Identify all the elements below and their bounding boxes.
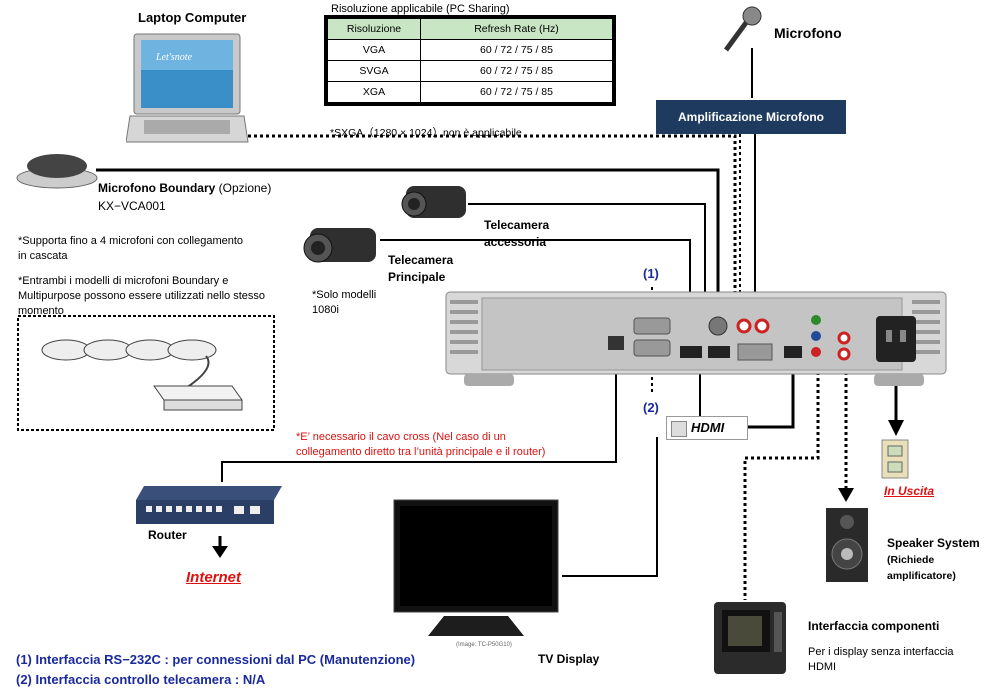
router-label: Router <box>148 528 187 542</box>
speaker-icon <box>826 508 868 582</box>
laptop-screen-brand: Let'snote <box>155 52 193 63</box>
tv-image-caption: (Image: TC-P50G10) <box>456 642 512 648</box>
tv-display-icon: (Image: TC-P50G10) <box>393 499 559 648</box>
legend-line2: (2) Interfaccia controllo telecamera : N… <box>16 672 266 687</box>
laptop-icon: Let'snote <box>126 33 249 143</box>
microphone-label: Microfono <box>774 25 842 41</box>
main-camera-label: Telecamera Principale <box>388 253 454 284</box>
marker-camera-control: (2) <box>643 400 659 415</box>
accessory-camera-icon <box>401 186 466 218</box>
main-camera-note: *Solo modelli 1080i <box>312 289 377 316</box>
table-header-resolution: Risoluzione <box>327 18 421 40</box>
table-cell: 60 / 72 / 75 / 85 <box>420 60 613 82</box>
internet-label: Internet <box>186 569 242 586</box>
cascade-mics-icon <box>41 339 243 411</box>
main-camera-icon <box>303 228 376 263</box>
mic-amplifier-box: Amplificazione Microfono <box>656 100 846 134</box>
table-cell: 60 / 72 / 75 / 85 <box>420 81 613 103</box>
boundary-mic-icon <box>16 154 98 189</box>
table-row: SVGA 60 / 72 / 75 / 85 <box>327 60 613 82</box>
boundary-mic-title: Microfono Boundary (Opzione) <box>98 181 272 195</box>
legend-line1: (1) Interfaccia RS−232C : per connession… <box>16 652 416 667</box>
component-interface-title: Interfaccia componenti <box>808 619 940 633</box>
boundary-mic-note2: *Entrambi i modelli di microfoni Boundar… <box>18 275 266 317</box>
table-cell: VGA <box>327 39 421 61</box>
cross-cable-note: *E’ necessario il cavo cross (Nel caso d… <box>296 431 546 458</box>
resolution-table-caption: Risoluzione applicabile (PC Sharing) <box>331 3 510 15</box>
boundary-mic-note1: *Supporta fino a 4 microfoni con collega… <box>18 235 244 262</box>
resolution-table: Risoluzione Refresh Rate (Hz) VGA 60 / 7… <box>324 15 616 106</box>
tv-display-label: TV Display <box>538 652 600 666</box>
table-header-refresh: Refresh Rate (Hz) <box>420 18 613 40</box>
outlet-label: In Uscita <box>884 484 935 498</box>
speaker-label: Speaker System (Richiede amplificatore) <box>887 536 980 582</box>
hdmi-plug-icon <box>671 421 687 437</box>
component-interface-note: Per i display senza interfaccia HDMI <box>808 646 954 673</box>
hdmi-logo: HDMI <box>666 416 748 440</box>
laptop-title: Laptop Computer <box>138 10 247 25</box>
component-monitor-icon <box>714 602 786 674</box>
table-cell: 60 / 72 / 75 / 85 <box>420 39 613 61</box>
table-cell: XGA <box>327 81 421 103</box>
table-row: XGA 60 / 72 / 75 / 85 <box>327 81 613 103</box>
marker-rs232: (1) <box>643 266 659 281</box>
power-outlet-icon <box>881 439 909 479</box>
accessory-camera-label: Telecamera accessoria <box>484 218 550 249</box>
table-row: VGA 60 / 72 / 75 / 85 <box>327 39 613 61</box>
main-unit-rear-panel <box>445 291 947 386</box>
router-icon <box>136 486 282 524</box>
microphone-icon <box>723 6 762 52</box>
hdmi-logo-text: HDMI <box>691 420 725 435</box>
resolution-table-note: *SXGA（1280 × 1024）non è applicabile <box>330 127 522 139</box>
boundary-mic-model: KX−VCA001 <box>98 199 166 213</box>
table-cell: SVGA <box>327 60 421 82</box>
